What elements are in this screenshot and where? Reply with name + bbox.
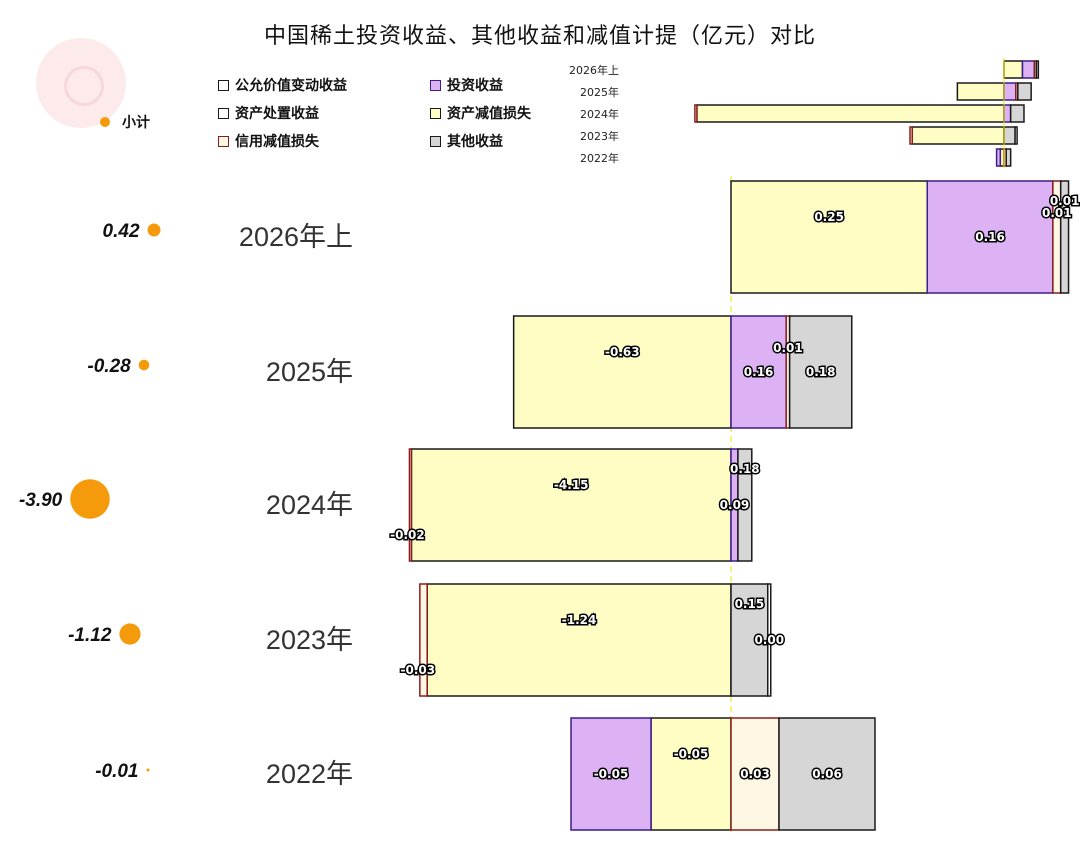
category-label-3: 2023年 bbox=[266, 625, 353, 655]
legend-item-credit: 信用减值损失 bbox=[218, 131, 319, 151]
mini-bar-other-0 bbox=[1035, 60, 1040, 79]
data-label-imp-2: -4.15 bbox=[554, 478, 589, 492]
data-label-other-1: 0.18 bbox=[806, 365, 836, 379]
legend-label-other: 其他收益 bbox=[447, 134, 503, 150]
bar-other-4 bbox=[778, 717, 876, 831]
bar-imp-1 bbox=[512, 315, 732, 429]
subtotal-dot-0 bbox=[147, 223, 161, 237]
mini-bar-imp-1 bbox=[956, 82, 1005, 101]
mini-bar-imp-3 bbox=[911, 126, 1005, 145]
legend-swatch-disp bbox=[218, 108, 229, 119]
subtotal-dot-3 bbox=[119, 623, 141, 645]
data-label-credit-3: -0.03 bbox=[401, 663, 436, 677]
legend-item-other: 其他收益 bbox=[430, 131, 503, 151]
category-label-1: 2025年 bbox=[266, 357, 353, 387]
bar-other-1 bbox=[788, 315, 853, 429]
mini-bar-inv-1 bbox=[1003, 82, 1017, 101]
subtotal-label-4: -0.01 bbox=[95, 761, 138, 782]
bar-other-2 bbox=[737, 448, 753, 562]
bar-other-0 bbox=[1059, 180, 1070, 294]
legend-swatch-fv bbox=[218, 80, 229, 91]
mini-bar-other-4 bbox=[1005, 148, 1012, 167]
data-label-inv-2: 0.09 bbox=[720, 498, 750, 512]
category-label-4: 2022年 bbox=[266, 759, 353, 789]
data-label-other-0: 0.01 bbox=[1050, 194, 1080, 208]
legend-swatch-other bbox=[430, 136, 441, 147]
bar-imp-3 bbox=[426, 583, 732, 697]
legend-item-inv: 投资收益 bbox=[430, 75, 503, 95]
data-label-inv-1: 0.16 bbox=[744, 365, 774, 379]
mini-bar-other-2 bbox=[1009, 104, 1025, 123]
mini-bar-credit-2 bbox=[694, 104, 698, 123]
mini-bar-other-1 bbox=[1017, 82, 1032, 101]
bar-imp-0 bbox=[730, 180, 928, 294]
legend-label-disp: 资产处置收益 bbox=[235, 106, 319, 122]
data-label-credit-1: 0.01 bbox=[773, 341, 803, 355]
subtotal-legend-label: 小计 bbox=[122, 115, 150, 131]
data-label-other-2: 0.18 bbox=[730, 462, 760, 476]
legend-label-credit: 信用减值损失 bbox=[235, 134, 319, 150]
data-label-inv-4: -0.05 bbox=[594, 767, 629, 781]
category-label-2: 2024年 bbox=[266, 490, 353, 520]
legend-label-imp: 资产减值损失 bbox=[447, 106, 531, 122]
category-label-0: 2026年上 bbox=[239, 222, 353, 252]
legend-label-fv: 公允价值变动收益 bbox=[235, 78, 347, 94]
bar-inv-4 bbox=[570, 717, 652, 831]
subtotal-dot-1 bbox=[138, 359, 150, 371]
bar-disp-3 bbox=[767, 583, 772, 697]
bar-credit-3 bbox=[419, 583, 428, 697]
bar-imp-4 bbox=[650, 717, 732, 831]
mini-category-label-3: 2023年 bbox=[580, 129, 619, 143]
chart-title: 中国稀土投资收益、其他收益和减值计提（亿元）对比 bbox=[263, 24, 816, 49]
mini-bar-inv-4 bbox=[995, 148, 1002, 167]
data-label-credit-0: 0.01 bbox=[1042, 206, 1072, 220]
watermark-logo bbox=[36, 38, 126, 128]
subtotal-legend-dot bbox=[100, 117, 110, 127]
bar-imp-2 bbox=[410, 448, 732, 562]
legend-item-fv: 公允价值变动收益 bbox=[218, 75, 347, 95]
legend-swatch-credit bbox=[218, 136, 229, 147]
mini-bar-imp-2 bbox=[696, 104, 1005, 123]
subtotal-label-2: -3.90 bbox=[19, 490, 63, 511]
subtotal-label-3: -1.12 bbox=[68, 625, 112, 646]
data-label-credit-2: -0.02 bbox=[390, 528, 425, 542]
subtotal-label-0: 0.42 bbox=[103, 221, 140, 242]
mini-bar-disp-3 bbox=[1014, 126, 1018, 145]
legend-swatch-inv bbox=[430, 80, 441, 91]
bar-credit-2 bbox=[408, 448, 413, 562]
legend-item-imp: 资产减值损失 bbox=[430, 103, 531, 123]
subtotal-label-1: -0.28 bbox=[87, 356, 131, 377]
mini-bar-inv-0 bbox=[1021, 60, 1036, 79]
data-label-imp-0: 0.25 bbox=[814, 210, 844, 224]
data-label-credit-4: 0.03 bbox=[740, 767, 770, 781]
mini-category-label-1: 2025年 bbox=[580, 85, 619, 99]
data-label-imp-1: -0.63 bbox=[605, 345, 640, 359]
legend-label-inv: 投资收益 bbox=[447, 78, 503, 94]
bar-credit-4 bbox=[730, 717, 780, 831]
subtotal-dot-4 bbox=[146, 768, 150, 772]
bar-inv-0 bbox=[926, 180, 1054, 294]
bar-inv-1 bbox=[730, 315, 787, 429]
mini-bar-imp-0 bbox=[1003, 60, 1024, 79]
data-label-other-3: 0.15 bbox=[735, 597, 765, 611]
data-label-disp-3: 0.00 bbox=[754, 633, 784, 647]
bar-other-3 bbox=[730, 583, 769, 697]
data-label-imp-4: -0.05 bbox=[674, 747, 709, 761]
mini-bar-other-3 bbox=[1003, 126, 1016, 145]
data-label-inv-0: 0.16 bbox=[975, 230, 1005, 244]
mini-category-label-0: 2026年上 bbox=[569, 63, 619, 77]
data-label-other-4: 0.06 bbox=[812, 767, 842, 781]
mini-bar-credit-3 bbox=[909, 126, 913, 145]
legend-swatch-imp bbox=[430, 108, 441, 119]
mini-category-label-2: 2024年 bbox=[580, 107, 619, 121]
mini-category-label-4: 2022年 bbox=[580, 151, 619, 165]
data-label-imp-3: -1.24 bbox=[562, 613, 597, 627]
mini-bar-inv-2 bbox=[1003, 104, 1012, 123]
legend-item-disp: 资产处置收益 bbox=[218, 103, 319, 123]
subtotal-dot-2 bbox=[70, 479, 110, 519]
